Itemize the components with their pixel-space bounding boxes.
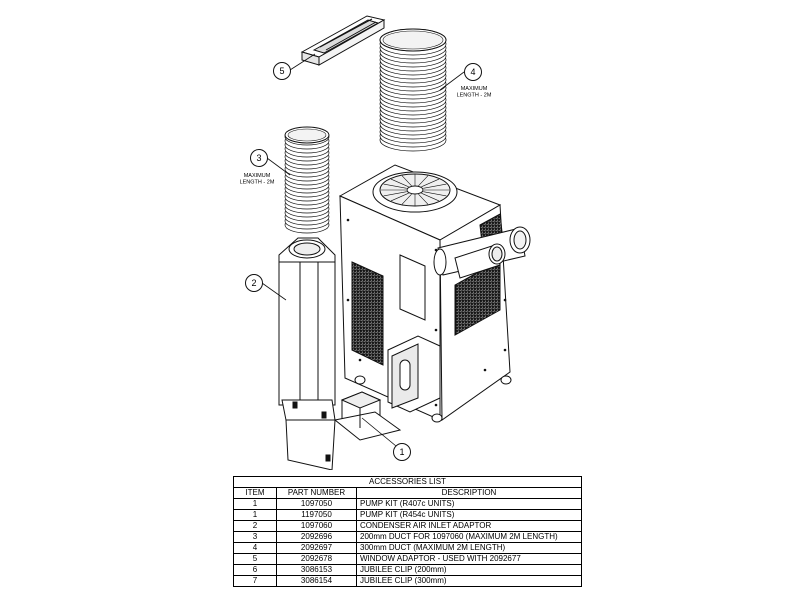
table-row: 7 3086154 JUBILEE CLIP (300mm) — [233, 575, 582, 587]
exploded-assembly-drawing: 1 2 3 MAXIMUM LENGTH - 2M 4 MAXIMUM LENG… — [240, 15, 531, 470]
callout-4-note-line1: MAXIMUM — [461, 86, 488, 92]
pump-kit-part — [333, 391, 402, 441]
row-description: PUMP KIT (R407c UNITS) — [356, 498, 582, 510]
leader-lines — [261, 53, 465, 447]
callout-3-note-line2: LENGTH - 2M — [240, 180, 275, 186]
callout-3-note-line1: MAXIMUM — [244, 173, 271, 179]
row-part-number: 2092697 — [276, 542, 357, 554]
row-description: PUMP KIT (R454c UNITS) — [356, 509, 582, 521]
row-part-number: 2092696 — [276, 531, 357, 543]
callout-2-number: 2 — [251, 278, 256, 288]
row-item: 5 — [233, 553, 277, 565]
callout-4: 4 MAXIMUM LENGTH - 2M — [457, 63, 492, 99]
duct-300mm-part — [379, 28, 447, 152]
callout-2: 2 — [245, 274, 263, 292]
row-item: 1 — [233, 498, 277, 510]
table-title-row: ACCESSORIES LIST — [233, 476, 582, 488]
callout-3-number: 3 — [256, 153, 261, 163]
condenser-air-inlet-adaptor-part — [278, 237, 336, 470]
row-part-number: 1197050 — [276, 509, 357, 521]
column-header-item: ITEM — [233, 487, 277, 499]
callout-4-note-line2: LENGTH - 2M — [457, 93, 492, 99]
row-description: 300mm DUCT (MAXIMUM 2M LENGTH) — [356, 542, 582, 554]
row-item: 7 — [233, 575, 277, 587]
row-part-number: 1097050 — [276, 498, 357, 510]
row-item: 2 — [233, 520, 277, 532]
row-item: 4 — [233, 542, 277, 554]
table-row: 1 1097050 PUMP KIT (R407c UNITS) — [233, 498, 582, 510]
column-header-part-number: PART NUMBER — [276, 487, 357, 499]
callout-4-number: 4 — [470, 67, 475, 77]
callout-1: 1 — [393, 443, 411, 461]
row-description: JUBILEE CLIP (300mm) — [356, 575, 582, 587]
table-row: 3 2092696 200mm DUCT FOR 1097060 (MAXIMU… — [233, 531, 582, 543]
row-part-number: 2092678 — [276, 553, 357, 565]
table-row: 1 1197050 PUMP KIT (R454c UNITS) — [233, 509, 582, 521]
callout-1-number: 1 — [399, 447, 404, 457]
row-description: 200mm DUCT FOR 1097060 (MAXIMUM 2M LENGT… — [356, 531, 582, 543]
table-row: 4 2092697 300mm DUCT (MAXIMUM 2M LENGTH) — [233, 542, 582, 554]
air-conditioner-unit — [338, 164, 531, 423]
row-item: 3 — [233, 531, 277, 543]
table-row: 5 2092678 WINDOW ADAPTOR - USED WITH 209… — [233, 553, 582, 565]
callout-5-number: 5 — [279, 66, 284, 76]
row-item: 1 — [233, 509, 277, 521]
window-adaptor-part — [300, 15, 386, 66]
table-row: 2 1097060 CONDENSER AIR INLET ADAPTOR — [233, 520, 582, 532]
row-item: 6 — [233, 564, 277, 576]
duct-200mm-part — [284, 126, 330, 234]
table-header-row: ITEM PART NUMBER DESCRIPTION — [233, 487, 582, 499]
column-header-description: DESCRIPTION — [356, 487, 582, 499]
row-description: JUBILEE CLIP (200mm) — [356, 564, 582, 576]
row-description: WINDOW ADAPTOR - USED WITH 2092677 — [356, 553, 582, 565]
table-row: 6 3086153 JUBILEE CLIP (200mm) — [233, 564, 582, 576]
row-part-number: 3086154 — [276, 575, 357, 587]
table-title: ACCESSORIES LIST — [233, 476, 582, 488]
accessories-list-table: ACCESSORIES LIST ITEM PART NUMBER DESCRI… — [233, 476, 582, 587]
row-part-number: 1097060 — [276, 520, 357, 532]
row-description: CONDENSER AIR INLET ADAPTOR — [356, 520, 582, 532]
callout-3: 3 MAXIMUM LENGTH - 2M — [240, 149, 275, 186]
row-part-number: 3086153 — [276, 564, 357, 576]
callout-5: 5 — [273, 62, 291, 80]
